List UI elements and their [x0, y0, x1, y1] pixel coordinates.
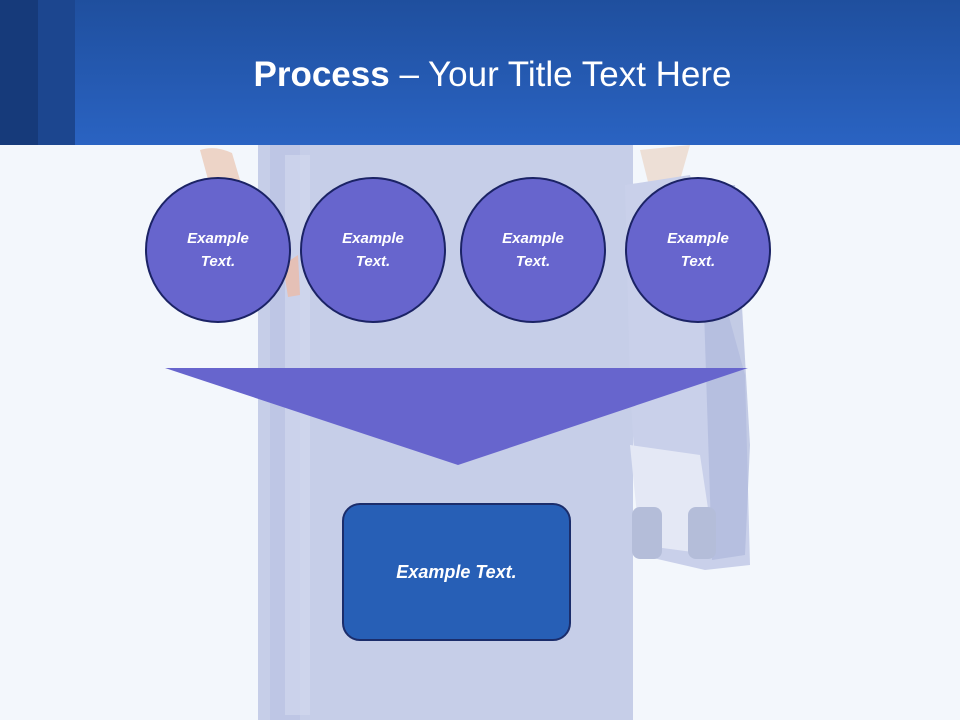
header-bar: Process – Your Title Text Here: [0, 0, 960, 145]
title-rest: – Your Title Text Here: [389, 55, 732, 94]
step-label: Example Text.: [342, 230, 404, 270]
header-stripe: [38, 0, 75, 145]
step-circle-2: Example Text.: [300, 177, 446, 323]
step-circle-4: Example Text.: [625, 177, 771, 323]
result-label: Example Text.: [396, 561, 517, 582]
step-label: Example Text.: [187, 230, 249, 270]
result-box: Example Text.: [342, 503, 571, 641]
step-circle-1: Example Text.: [145, 177, 291, 323]
slide-title: Process – Your Title Text Here: [0, 50, 960, 100]
header-stripe: [0, 0, 38, 145]
title-bold: Process: [253, 55, 390, 94]
step-label: Example Text.: [502, 230, 564, 270]
step-label: Example Text.: [667, 230, 729, 270]
step-circle-3: Example Text.: [460, 177, 606, 323]
